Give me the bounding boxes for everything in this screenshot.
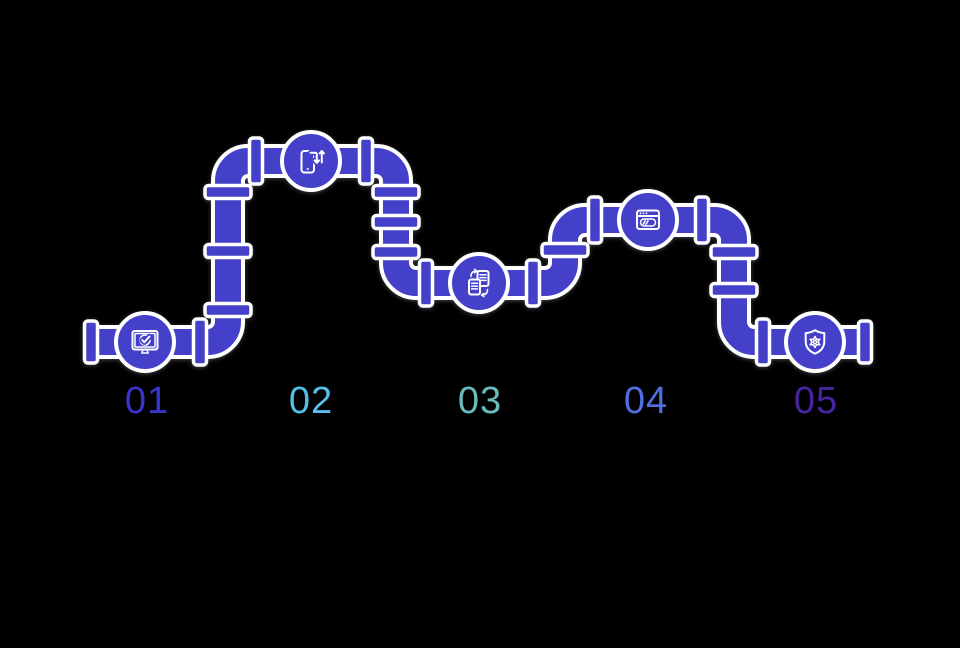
pipe-coupling	[540, 241, 590, 259]
pipe-end-cap-left	[82, 319, 100, 365]
pipe-coupling	[693, 195, 711, 245]
node-04	[617, 189, 679, 251]
pipe-coupling	[203, 301, 253, 319]
pipe-coupling	[709, 281, 759, 299]
pipe-coupling	[417, 258, 435, 308]
node-01	[114, 311, 176, 373]
step-04-label: 04	[623, 380, 669, 422]
step-01-label: 01	[124, 380, 170, 422]
pipe-coupling	[709, 243, 759, 261]
pipe-coupling	[371, 213, 421, 231]
node-03	[448, 252, 510, 314]
step-03-label: 03	[457, 380, 503, 422]
pipe-coupling	[191, 317, 209, 367]
node-02	[280, 130, 342, 192]
pipe-coupling	[247, 136, 265, 186]
pipe-coupling	[203, 183, 253, 201]
document-sync-icon	[468, 268, 490, 298]
step-02-label: 02	[288, 380, 334, 422]
pipe-coupling	[371, 183, 421, 201]
pipe-coupling	[524, 258, 542, 308]
pipe-coupling	[203, 242, 253, 260]
node-05	[784, 311, 846, 373]
pipe-coupling	[371, 243, 421, 261]
pipe-coupling	[357, 136, 375, 186]
shield-gear-icon	[804, 329, 826, 355]
pipe-coupling	[754, 317, 772, 367]
monitor-check-icon	[131, 330, 159, 354]
node-02-circle	[280, 130, 342, 192]
browser-card-icon	[636, 209, 660, 230]
pipe-end-cap-right	[856, 319, 874, 365]
phone-sync-icon	[300, 148, 327, 174]
node-05-circle	[784, 311, 846, 373]
step-05-label: 05	[793, 380, 839, 422]
pipe-coupling	[586, 195, 604, 245]
